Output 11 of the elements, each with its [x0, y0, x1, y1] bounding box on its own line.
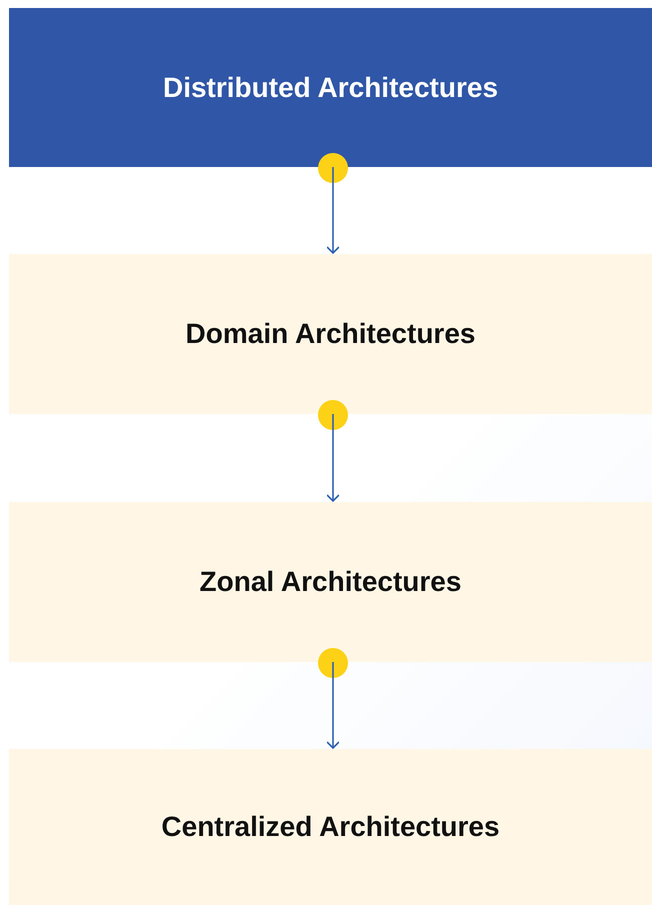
arrow	[326, 414, 340, 502]
stage-label: Domain Architectures	[186, 318, 476, 350]
header-box	[9, 8, 652, 167]
stage-box	[9, 254, 652, 414]
stage-box	[9, 749, 652, 905]
arrow	[326, 167, 340, 254]
stage-label: Centralized Architectures	[161, 811, 500, 843]
stage-label: Distributed Architectures	[162, 72, 498, 104]
arrow	[326, 662, 340, 749]
stage-label: Zonal Architectures	[200, 566, 462, 598]
stage-box	[9, 502, 652, 662]
